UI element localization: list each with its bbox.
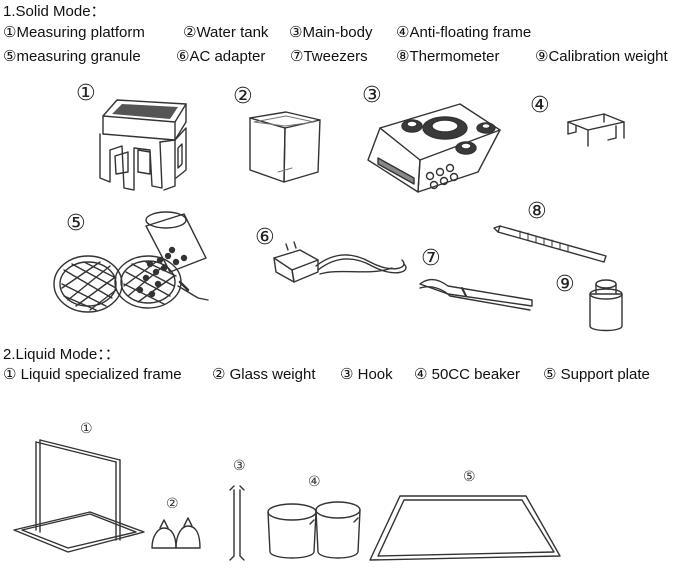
anti-floating-frame-illustration — [568, 114, 624, 146]
measuring-granule-illustration — [54, 212, 208, 312]
liquid-label-support-plate: ⑤ Support plate — [543, 366, 650, 383]
marker-hook: ③ — [233, 457, 246, 473]
thermometer-illustration — [494, 226, 606, 262]
solid-label-thermometer: ⑧Thermometer — [396, 48, 500, 65]
solid-label-water-tank: ②Water tank — [183, 24, 269, 41]
marker-beaker: ④ — [308, 473, 321, 489]
solid-label-tweezers: ⑦Tweezers — [290, 48, 368, 65]
marker-measuring-granule: ⑤ — [66, 210, 86, 235]
liquid-label-hook: ③ Hook — [340, 366, 393, 383]
liquid-label-glass-weight: ② Glass weight — [212, 366, 316, 383]
marker-tweezers: ⑦ — [421, 245, 441, 270]
main-body-illustration — [368, 104, 500, 192]
marker-measuring-platform: ① — [76, 80, 96, 105]
glass-weight-illustration — [152, 518, 200, 548]
solid-label-measuring-platform: ①Measuring platform — [3, 24, 145, 41]
marker-thermometer: ⑧ — [527, 198, 547, 223]
solid-label-ac-adapter: ⑥AC adapter — [176, 48, 266, 65]
liquid-label-beaker: ④ 50CC beaker — [414, 366, 520, 383]
marker-ac-adapter: ⑥ — [255, 224, 275, 249]
marker-support-plate: ⑤ — [463, 468, 476, 484]
marker-glass-weight: ② — [166, 495, 179, 511]
marker-liquid-frame: ① — [80, 420, 93, 436]
solid-label-anti-floating-frame: ④Anti-floating frame — [396, 24, 532, 41]
marker-anti-floating-frame: ④ — [530, 92, 550, 117]
solid-label-measuring-granule: ⑤measuring granule — [3, 48, 141, 65]
calibration-weight-illustration — [590, 280, 622, 331]
marker-water-tank: ② — [233, 83, 253, 108]
hook-illustration — [230, 486, 244, 560]
tweezers-illustration — [420, 280, 532, 310]
support-plate-illustration — [370, 496, 560, 560]
marker-main-body: ③ — [362, 82, 382, 107]
liquid-mode-heading: 2.Liquid Mode：： — [3, 346, 120, 363]
solid-label-main-body: ③Main-body — [289, 24, 373, 41]
solid-label-calibration-weight: ⑨Calibration weight — [535, 48, 668, 65]
liquid-frame-illustration — [14, 440, 144, 552]
liquid-label-specialized-frame: ① Liquid specialized frame — [3, 366, 182, 383]
beaker-illustration — [268, 502, 360, 558]
solid-mode-heading: 1.Solid Mode： — [3, 3, 106, 20]
water-tank-illustration — [250, 112, 320, 182]
marker-calibration-weight: ⑨ — [555, 271, 575, 296]
measuring-platform-illustration — [100, 100, 186, 190]
ac-adapter-illustration — [274, 242, 406, 282]
